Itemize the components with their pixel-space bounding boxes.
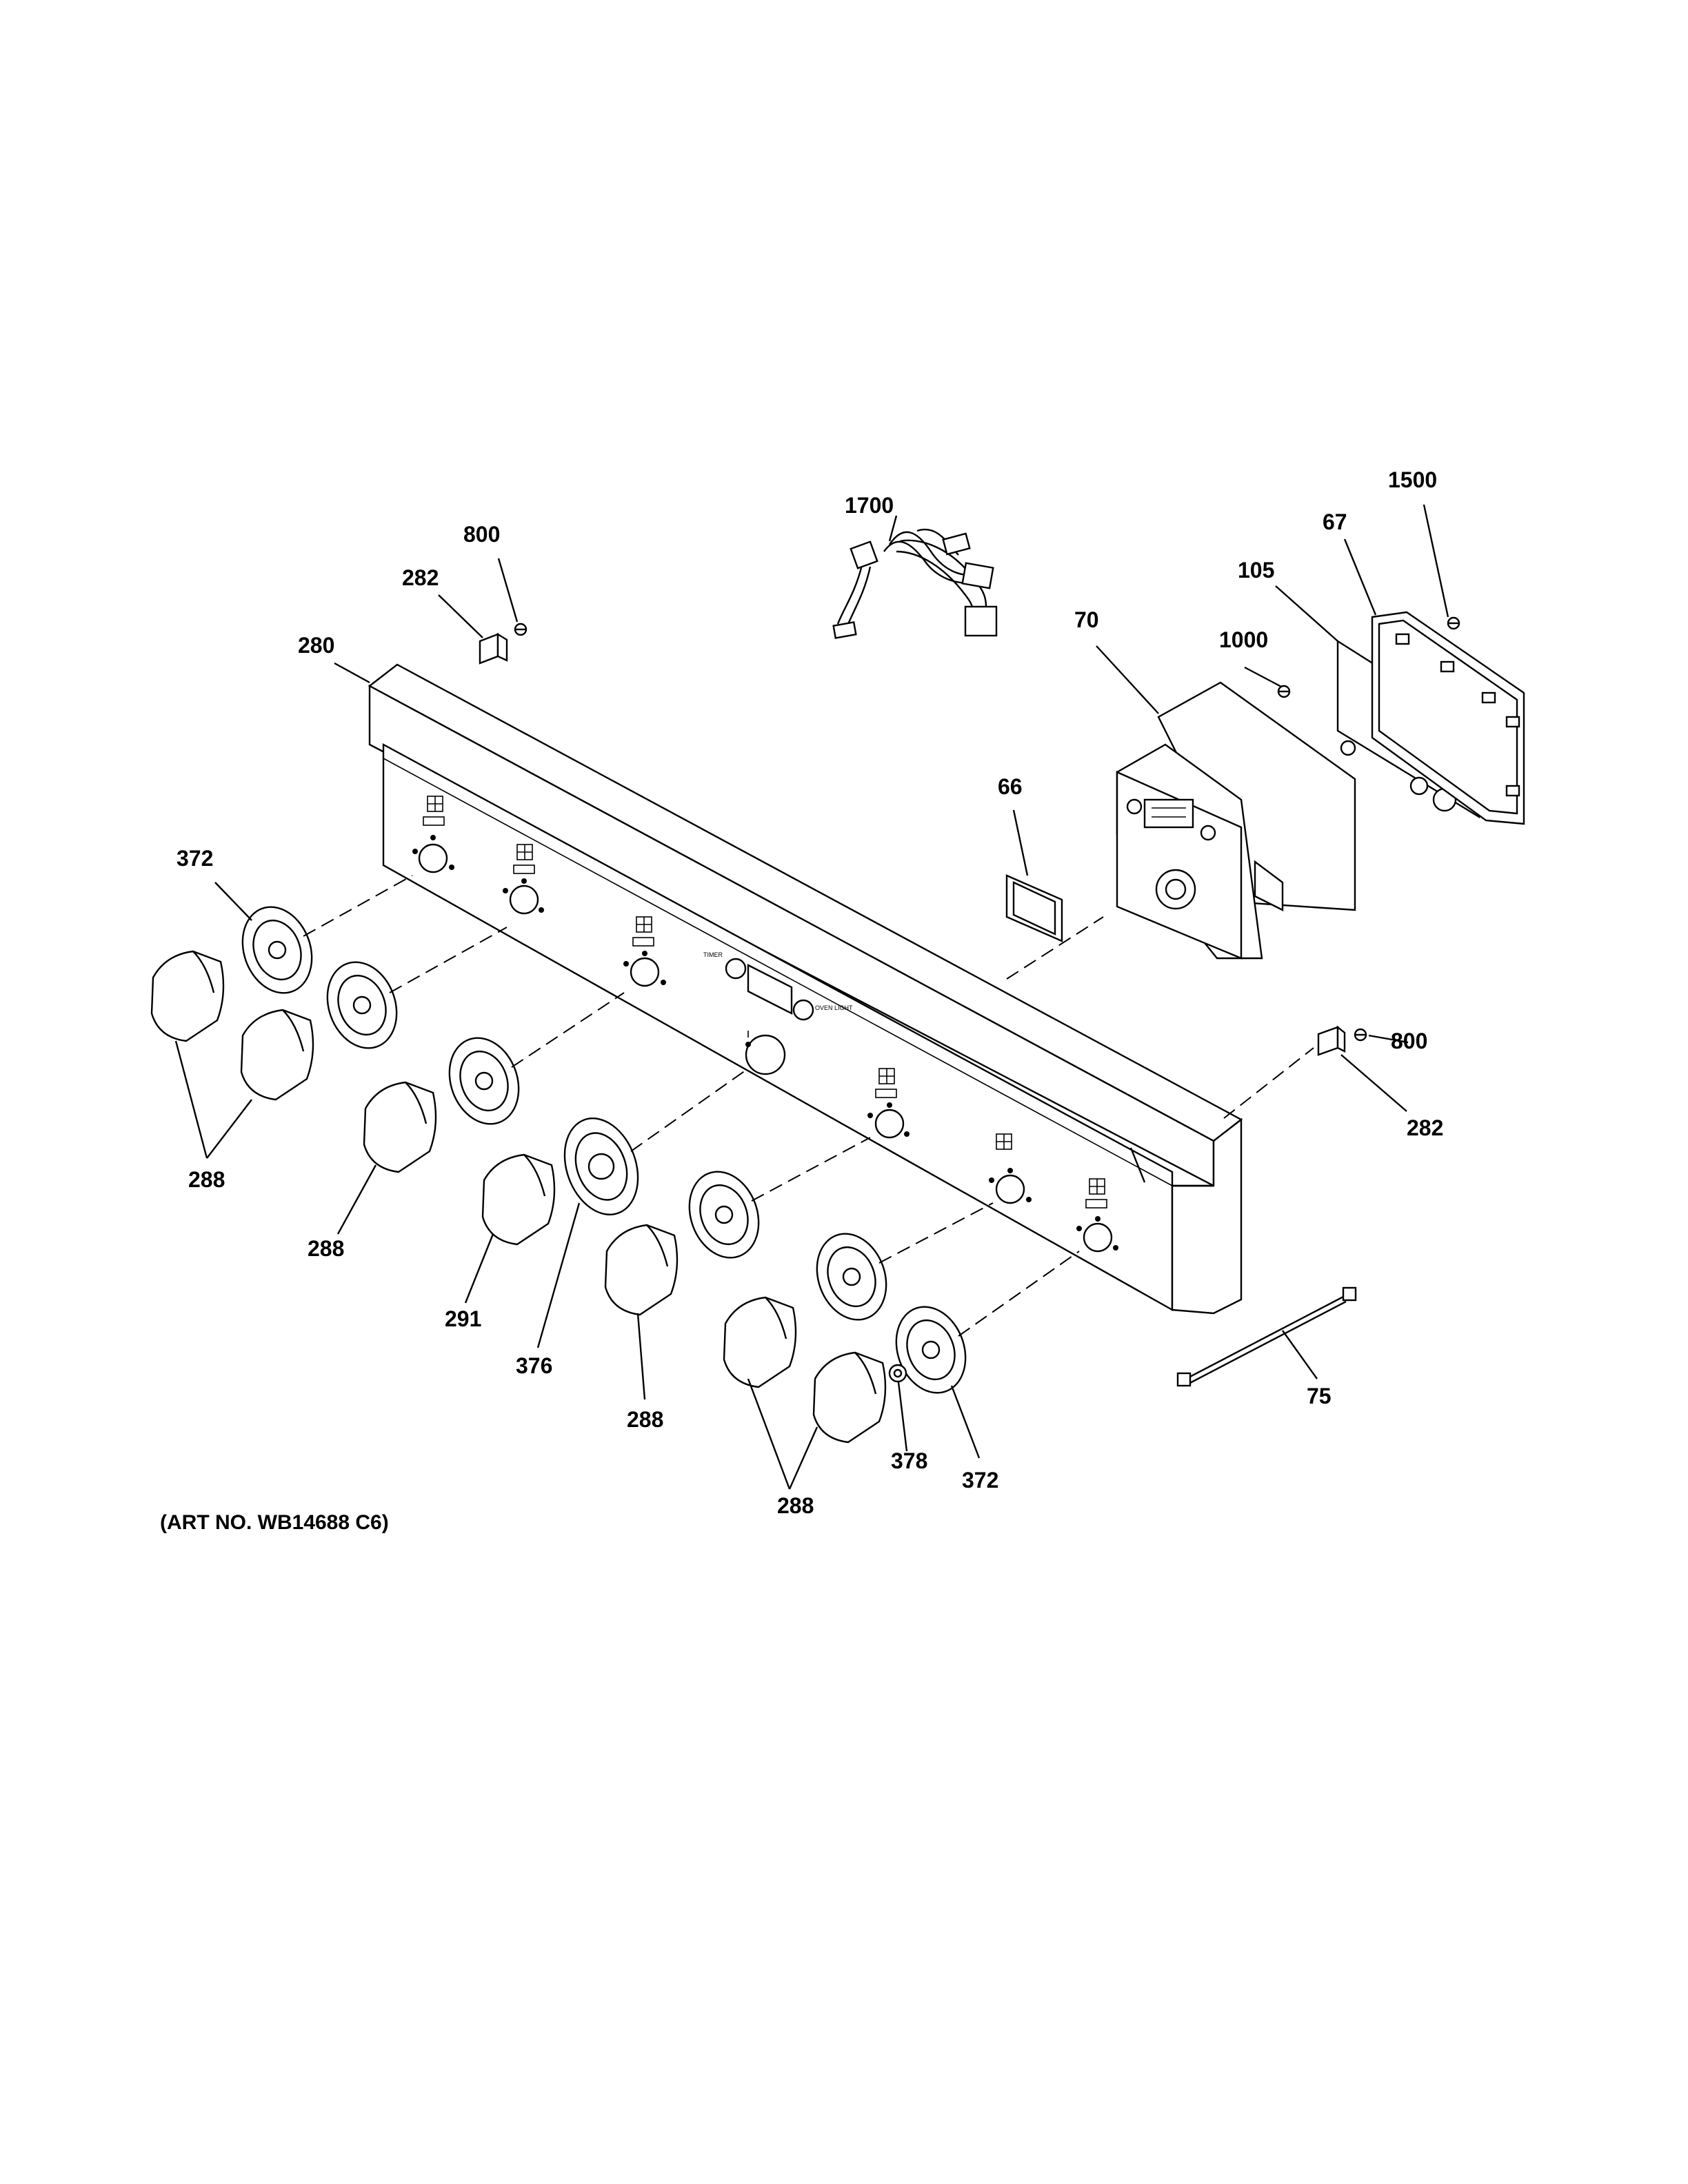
control-panel-backsplash xyxy=(368,663,1243,1315)
panel-knob-positions: TIMER OVEN LIGHT xyxy=(412,796,1118,1253)
knob-291-oven xyxy=(481,1153,556,1246)
oven-light-button-area: OVEN LIGHT xyxy=(792,999,853,1021)
callout-376: 376 xyxy=(516,1353,552,1378)
timer-label: TIMER xyxy=(703,951,723,958)
assembly-lines xyxy=(303,875,1314,1337)
art-number: (ART NO. WB14688 C6) xyxy=(160,1511,389,1534)
callout-282-right: 282 xyxy=(1407,1115,1443,1140)
callout-800-right: 800 xyxy=(1391,1029,1427,1053)
leader-lines xyxy=(174,504,1449,1490)
callout-105: 105 xyxy=(1238,558,1274,583)
knob-288-5 xyxy=(723,1296,797,1388)
callout-66: 66 xyxy=(998,774,1023,799)
knob-288-2 xyxy=(240,1009,314,1101)
callout-378: 378 xyxy=(891,1448,927,1473)
bezel-372-right xyxy=(895,1306,967,1394)
callout-labels: 1700 1500 67 105 800 282 280 70 1000 66 … xyxy=(177,467,1443,1518)
knob-288-3 xyxy=(363,1081,437,1173)
clock-timer-assembly xyxy=(1116,681,1356,960)
callout-75: 75 xyxy=(1307,1384,1332,1408)
panel-position-1-icon xyxy=(412,796,454,873)
oven-light-label: OVEN LIGHT xyxy=(815,1004,853,1011)
oven-bezel-376 xyxy=(563,1118,639,1215)
knob-288-1 xyxy=(150,950,225,1042)
bezel-knob-row1-2 xyxy=(326,961,398,1049)
bezel-knob-5 xyxy=(816,1233,887,1321)
knob-288-6 xyxy=(812,1351,887,1444)
callout-70: 70 xyxy=(1074,607,1099,632)
wire-jumper-75 xyxy=(1176,1286,1357,1387)
knob-288-4 xyxy=(604,1224,679,1316)
callout-1700: 1700 xyxy=(845,493,894,518)
bezel-knob-3 xyxy=(448,1037,520,1125)
callout-291: 291 xyxy=(445,1306,481,1331)
display-window xyxy=(747,964,793,1015)
callout-67: 67 xyxy=(1323,509,1347,534)
callout-288-b: 288 xyxy=(308,1236,344,1261)
screw-1000 xyxy=(1277,685,1291,698)
timer-button-area: TIMER xyxy=(703,951,747,980)
callout-1000: 1000 xyxy=(1219,627,1268,652)
callout-288-a: 288 xyxy=(188,1167,225,1192)
bezel-372-left xyxy=(241,906,313,994)
panel-oven-control-hole xyxy=(745,1031,786,1075)
panel-position-4-icon xyxy=(867,1068,910,1139)
panel-position-3-icon xyxy=(623,916,666,987)
bracket-282-top xyxy=(479,632,508,665)
panel-position-5-icon xyxy=(989,1133,1032,1204)
bracket-282-right xyxy=(1317,1025,1346,1056)
screw-800-top xyxy=(514,623,528,636)
callout-1500: 1500 xyxy=(1388,467,1437,492)
callout-800-top: 800 xyxy=(463,522,500,547)
callout-282-top: 282 xyxy=(402,565,439,590)
board-bracket-67 xyxy=(1371,611,1525,825)
callout-372-left: 372 xyxy=(177,846,213,871)
screw-800-right xyxy=(1354,1028,1367,1042)
panel-position-2-icon xyxy=(503,844,544,915)
wire-harness xyxy=(832,528,998,639)
panel-position-6-icon xyxy=(1076,1178,1118,1253)
callout-280: 280 xyxy=(298,633,334,658)
callout-372-right: 372 xyxy=(962,1468,998,1493)
callout-288-c: 288 xyxy=(627,1407,663,1432)
callout-288-d: 288 xyxy=(777,1493,814,1518)
screw-1500 xyxy=(1447,616,1460,630)
bezel-knob-4 xyxy=(688,1171,760,1259)
display-lens-66 xyxy=(1005,874,1063,942)
spacer-378 xyxy=(888,1364,907,1383)
